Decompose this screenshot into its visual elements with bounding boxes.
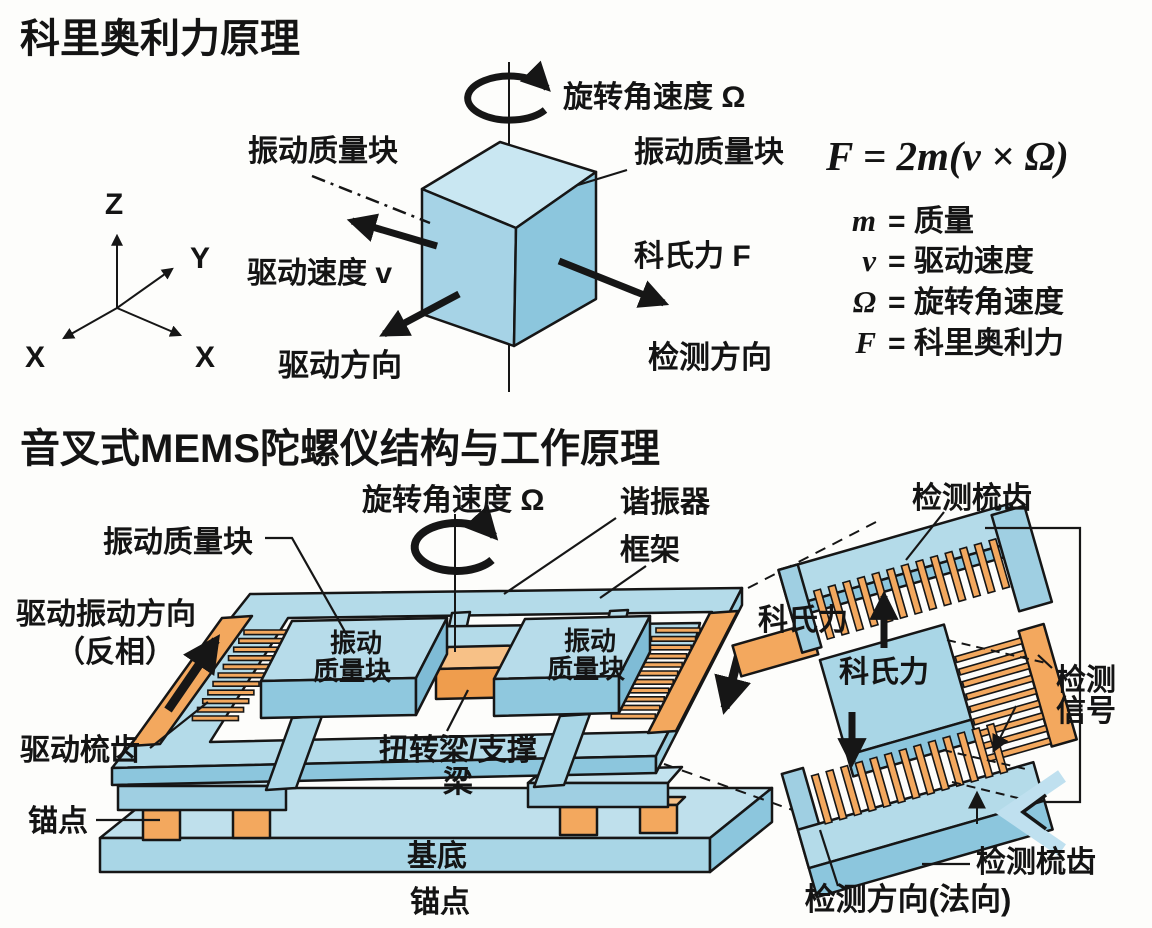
frame-label: 框架: [620, 534, 680, 567]
section1-title: 科里奥利力原理: [20, 17, 300, 61]
coriolis-force-label: 科氏力 F: [634, 240, 751, 273]
cube-right-face: [512, 170, 598, 348]
sense-direction-callout-line: [818, 829, 840, 887]
sense-direction-label-2: 检测方向(法向): [805, 882, 1012, 917]
axes-triad: Z Y X X: [25, 188, 215, 374]
mass-left-label-2: 质量块: [313, 656, 391, 686]
torsion-beam-label-2: 梁: [443, 766, 473, 799]
y-axis-label: Y: [190, 242, 210, 275]
sense-comb-teeth-bottom: [810, 722, 1009, 825]
sense-motion-dash-3: [951, 781, 1031, 802]
substrate-label: 基底: [407, 840, 467, 873]
vibrating-mass-right-label: 振动质量块: [634, 136, 784, 169]
foot-plate-left: [116, 784, 288, 812]
anchor-block: [231, 806, 272, 840]
formula-legend: m = 质量 v = 驱动速度 Ω = 旋转角速度 F = 科里奥利力: [852, 203, 1064, 360]
sense-signal-bracket: [985, 526, 1082, 804]
anchor-block: [558, 805, 599, 837]
drive-direction-arrow: [379, 290, 461, 338]
legend-symbol-omega: Ω: [853, 284, 876, 319]
mass-callout-label: 振动质量块: [103, 526, 253, 559]
resonator-label: 谐振器: [620, 486, 711, 519]
mass-right-callout-line: [577, 168, 628, 187]
vibrating-mass-left-label: 振动质量块: [248, 135, 398, 168]
sense-comb-top-callout-line: [905, 511, 945, 561]
drive-comb-label: 驱动梳齿: [20, 734, 140, 767]
drive-direction-label: 驱动方向: [278, 348, 402, 383]
mass-left-callout-line: [311, 174, 431, 225]
sense-comb-top-label: 检测梳齿: [912, 481, 1032, 515]
sense-signal-arrow-down: [992, 705, 1017, 754]
exploded-connector-top: [747, 521, 877, 589]
legend-symbol-f: F: [854, 325, 876, 360]
sense-electrode-top-cap-right: [990, 504, 1054, 613]
substrate-side-face: [708, 786, 774, 874]
sense-direction-label: 检测方向: [648, 340, 772, 375]
sense-comb-bottom-label: 检测梳齿: [976, 845, 1096, 879]
drive-velocity-label: 驱动速度 v: [247, 257, 392, 290]
sense-signal-label-1: 检测: [1056, 663, 1116, 697]
drive-comb-teeth-left: [191, 629, 291, 722]
drive-vibration-label-1: 驱动振动方向: [16, 597, 196, 631]
mass-side-face: [414, 616, 449, 717]
mass-right-label-1: 振动: [564, 626, 616, 656]
coriolis-formula: F = 2m(v × Ω): [825, 133, 1069, 179]
sense-signal-tick: [1037, 654, 1053, 669]
anchor-block: [638, 803, 679, 835]
rotation-arc-icon: [410, 504, 499, 576]
legend-symbol-m: m: [852, 203, 876, 238]
anchor-block: [141, 808, 182, 842]
sense-electrode-top-cap-left: [777, 563, 823, 654]
exploded-connector-bottom: [663, 763, 799, 813]
anchor-left-label: 锚点: [28, 805, 88, 838]
torsion-callout-line: [446, 689, 469, 732]
proof-mass-cube: [420, 60, 598, 392]
drive-vibration-arrow-left: [164, 634, 221, 713]
sense-motion-dash-1: [946, 639, 1047, 664]
x-axis-label-left: X: [25, 341, 45, 374]
x-axis-label-right: X: [195, 341, 215, 374]
legend-text-v: = 驱动速度: [888, 245, 1034, 278]
x-axis-arrow-left: [62, 307, 118, 340]
drive-comb-callout-line: [149, 701, 209, 749]
drive-velocity-arrow: [346, 213, 438, 250]
frame-callout-line: [599, 565, 647, 599]
x-axis-arrow-right: [116, 307, 183, 337]
coriolis-force-arrow: [557, 257, 670, 308]
torsion-beam-label-1: 扭转梁/支撑: [379, 734, 537, 767]
rotation-rate-label-2: 旋转角速度 Ω: [362, 484, 544, 517]
rotation-rate-label: 旋转角速度 Ω: [563, 81, 745, 114]
legend-text-m: = 质量: [888, 205, 974, 238]
coriolis-center-label: 科氏力: [839, 656, 929, 689]
section2-title: 音叉式MEMS陀螺仪结构与工作原理: [20, 427, 660, 471]
resonator-callout-line: [503, 517, 617, 595]
substrate-front-face: [98, 836, 712, 874]
drive-vibration-label-2: （反相）: [55, 635, 175, 669]
mass-left-label-1: 振动: [330, 628, 382, 658]
sense-direction-chevron-icon: [1020, 793, 1048, 831]
legend-symbol-v: v: [862, 243, 877, 278]
mass-right-label-2: 质量块: [547, 654, 625, 684]
legend-text-omega: = 旋转角速度: [888, 286, 1064, 319]
proof-mass-left: 振动 质量块: [259, 616, 449, 720]
z-axis-label: Z: [105, 188, 123, 221]
sense-direction-chevron-glow: [995, 770, 1066, 856]
mass-callout-line: [265, 536, 349, 638]
coriolis-left-label: 科氏力: [758, 604, 848, 637]
rotation-arc-icon: [464, 60, 551, 124]
sense-signal-label-2: 信号: [1056, 695, 1116, 728]
proof-mass-right: 振动 质量块: [492, 614, 652, 718]
foot-plate-right: [526, 781, 670, 809]
anchor-bottom-label: 锚点: [410, 886, 470, 919]
y-axis-arrow: [116, 267, 174, 309]
legend-text-f: = 科里奥利力: [888, 326, 1064, 360]
mass-side-face: [617, 614, 652, 715]
